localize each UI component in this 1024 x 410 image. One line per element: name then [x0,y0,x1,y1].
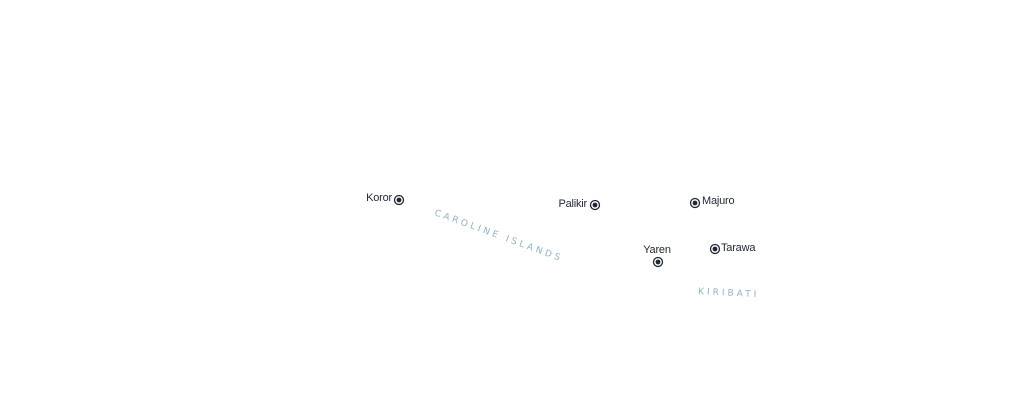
capital-marker-dot [592,202,598,208]
capital-marker-dot [692,200,698,206]
city-marker-majuro[interactable] [689,197,701,209]
capital-marker-dot [712,246,718,252]
region-label-caroline-islands: CAROLINE ISLANDS [433,208,564,264]
capital-marker-dot [655,259,661,265]
city-marker-tarawa[interactable] [709,243,721,255]
city-label-palikir: Palikir [558,198,587,210]
capital-marker-dot [396,197,402,203]
city-label-yaren: Yaren [643,244,671,256]
city-marker-yaren[interactable] [652,256,664,268]
region-label-kiribati: KIRIBATI [698,287,760,300]
city-label-majuro: Majuro [702,195,735,207]
city-marker-koror[interactable] [393,194,405,206]
city-label-tarawa: Tarawa [721,242,756,254]
city-label-koror: Koror [366,192,392,204]
city-marker-palikir[interactable] [589,199,601,211]
